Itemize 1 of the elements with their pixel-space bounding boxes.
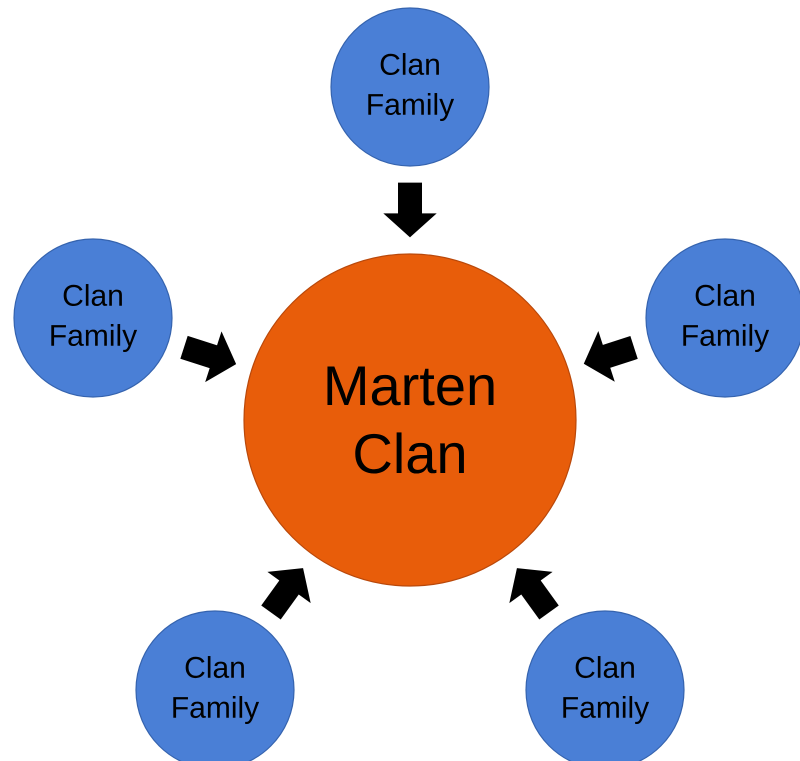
block-arrow [509, 568, 559, 620]
